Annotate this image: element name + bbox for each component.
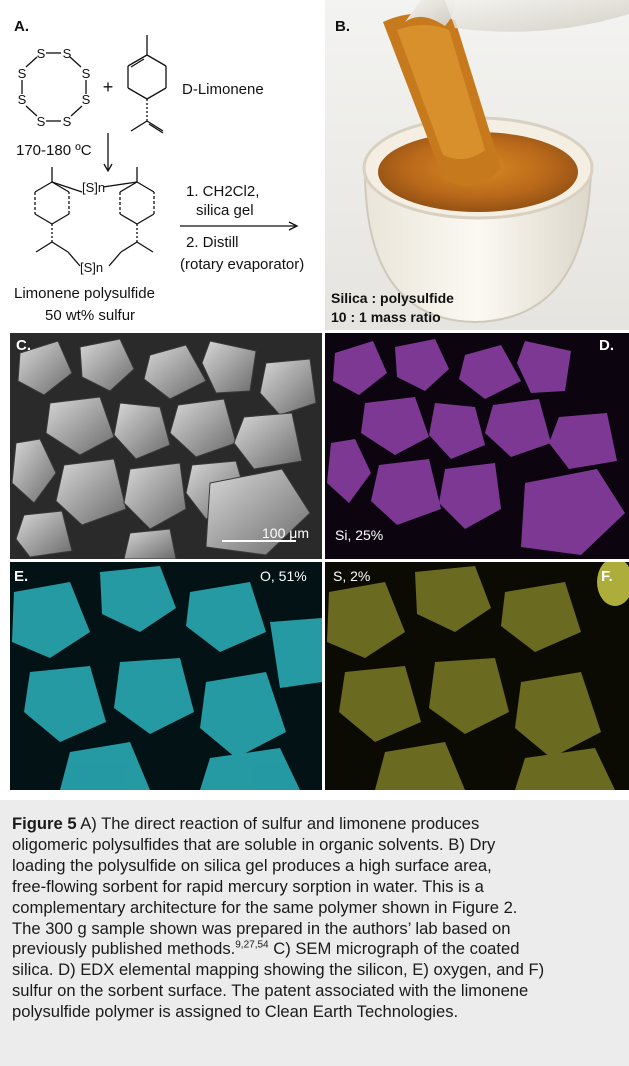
caption-line: polysulfide polymer is assigned to Clean…	[12, 1002, 459, 1022]
step-1-line-2: silica gel	[196, 202, 254, 219]
caption-text: A) The direct reaction of sulfur and lim…	[76, 814, 480, 833]
s-percent-label: S, 2%	[333, 568, 371, 584]
limonene-label: D-Limonene	[182, 81, 264, 98]
s8-atom: S	[63, 114, 72, 129]
s8-atom: S	[37, 114, 46, 129]
panel-c-sem: C. 100 μm	[10, 333, 322, 559]
figure-5: A. S S S S S S S S	[0, 0, 629, 790]
s8-atom: S	[63, 46, 72, 61]
panel-f-s-map: S, 2% F.	[325, 562, 629, 790]
plus-sign: +	[103, 77, 114, 97]
step-1-line-1: 1. CH2Cl2,	[186, 183, 259, 200]
s8-atom: S	[82, 92, 91, 107]
scale-bar-label: 100 μm	[262, 525, 309, 541]
s8-atom: S	[18, 92, 27, 107]
panel-b-label: B.	[335, 18, 350, 35]
panel-a-label: A.	[14, 18, 29, 35]
caption-line: Figure 5 A) The direct reaction of sulfu…	[12, 814, 617, 835]
panel-b-caption-line-2: 10 : 1 mass ratio	[331, 309, 441, 325]
panel-c-label: C.	[16, 337, 31, 354]
temperature-label: 170-180 ºC	[16, 142, 92, 159]
si-map-image	[327, 339, 625, 555]
panel-f-label: F.	[601, 568, 613, 585]
caption-line: oligomeric polysulfides that are soluble…	[12, 834, 496, 854]
panel-e-o-map: E. O, 51%	[10, 562, 322, 790]
caption-line: free-flowing sorbent for rapid mercury s…	[12, 876, 484, 896]
product-sulfur: 50 wt% sulfur	[45, 307, 135, 324]
panel-b-photo: B. Silica : polysulfide 10 : 1 mass rati…	[325, 0, 629, 330]
caption-line: complementary architecture for the same …	[12, 897, 518, 917]
s8-atom: S	[18, 66, 27, 81]
caption-line: sulfur on the sorbent surface. The paten…	[12, 981, 529, 1001]
caption-text: C) SEM micrograph of the coated	[268, 939, 520, 959]
s8-atom: S	[82, 66, 91, 81]
sulfur-bridge-bottom: [S]n	[80, 260, 103, 275]
panel-a-scheme: A. S S S S S S S S	[0, 0, 323, 330]
step-2-line-2: (rotary evaporator)	[180, 256, 304, 273]
o-percent-label: O, 51%	[260, 568, 307, 584]
sem-micrograph	[11, 338, 317, 559]
caption-line: silica. D) EDX elemental mapping showing…	[12, 960, 545, 980]
step-2-line-1: 2. Distill	[186, 234, 239, 251]
caption-line: The 300 g sample shown was prepared in t…	[12, 918, 511, 938]
figure-label: Figure 5	[12, 814, 77, 833]
sulfur-bridge-top: [S]n	[82, 180, 105, 195]
reference-superscript: 9,27,54	[235, 939, 269, 951]
s-map-image	[327, 562, 629, 790]
caption-line: previously published methods.9,27,54 C) …	[12, 939, 617, 960]
panel-e-label: E.	[14, 568, 29, 585]
s8-atom: S	[37, 46, 46, 61]
caption-line: loading the polysulfide on silica gel pr…	[12, 855, 492, 875]
reaction-scheme: S S S S S S S S +	[14, 35, 304, 324]
caption-text: previously published methods.	[12, 939, 236, 959]
o-map-image	[12, 566, 322, 790]
panel-d-si-map: D. Si, 25%	[325, 333, 629, 559]
si-percent-label: Si, 25%	[335, 527, 384, 543]
figure-caption: Figure 5 A) The direct reaction of sulfu…	[0, 800, 629, 1066]
panel-d-label: D.	[599, 337, 614, 354]
panel-b-caption-line-1: Silica : polysulfide	[331, 290, 454, 306]
sorbent-photo	[362, 0, 629, 324]
product-name: Limonene polysulfide	[14, 285, 155, 302]
